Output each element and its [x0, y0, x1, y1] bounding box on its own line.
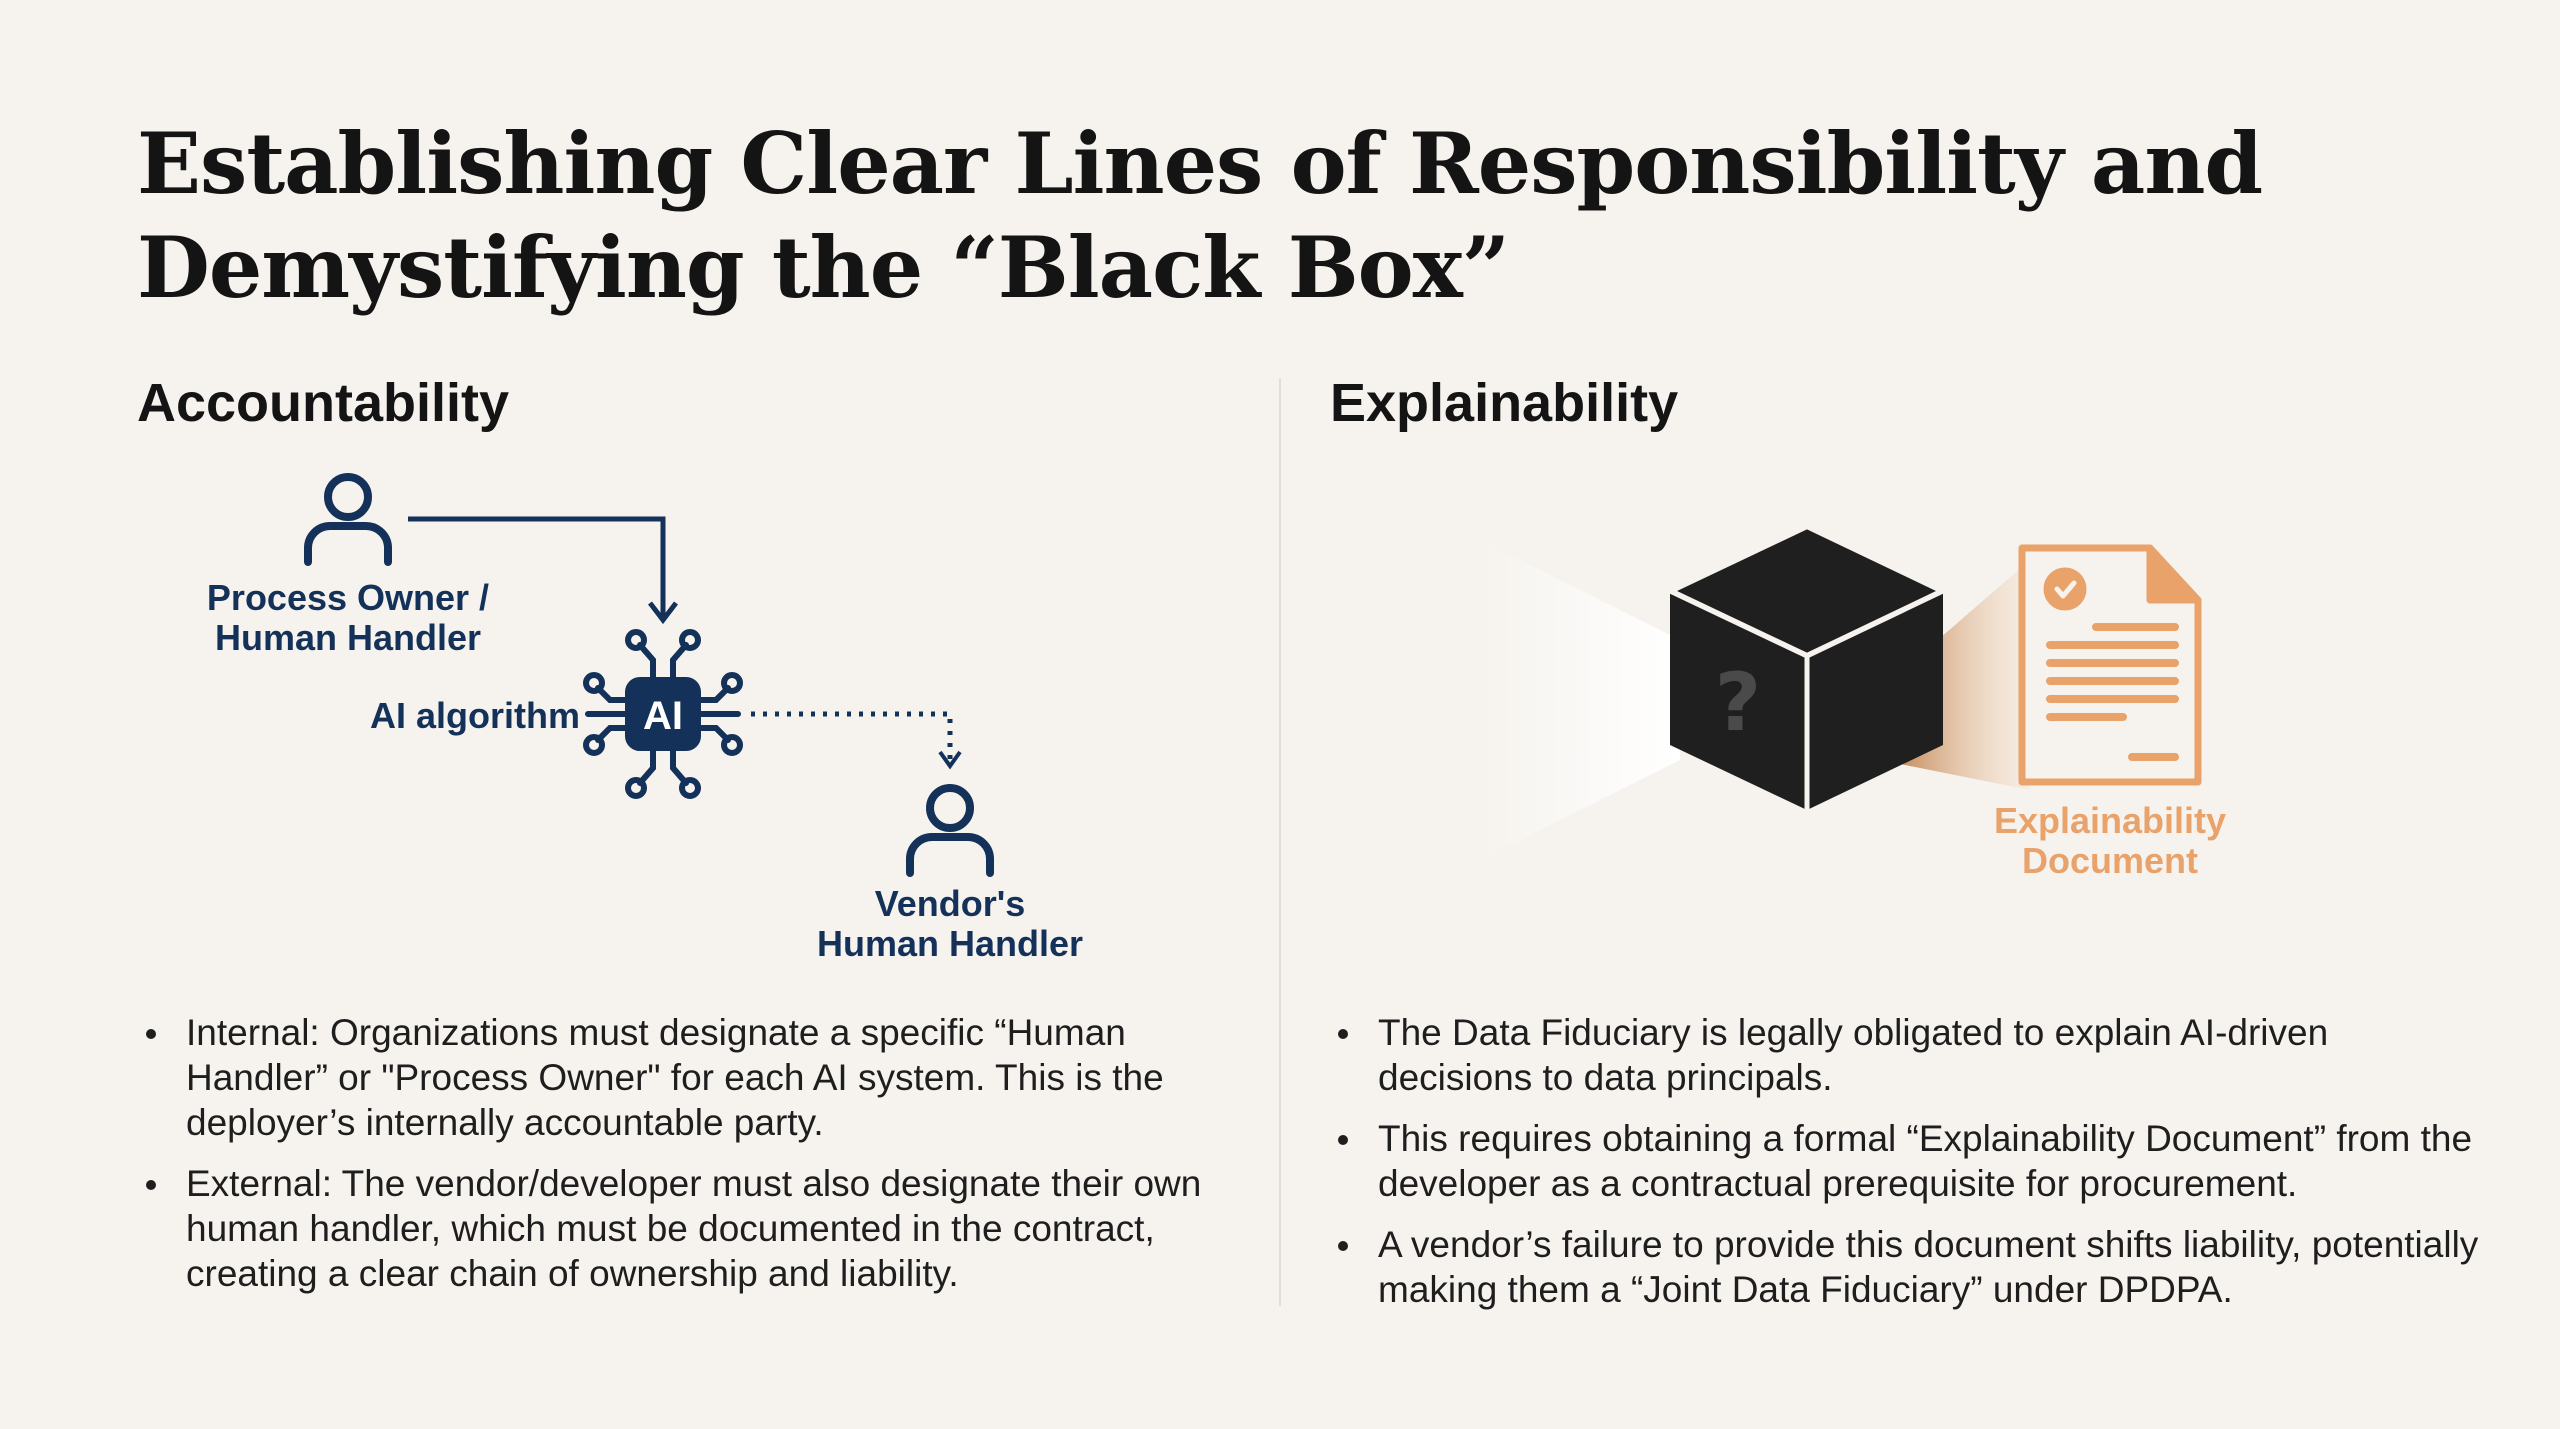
bullet-item: This requires obtaining a formal “Explai… — [1330, 1116, 2490, 1206]
explainability-document-label: Explainability Document — [1920, 801, 2300, 881]
vendor-handler-label: Vendor's Human Handler — [750, 884, 1150, 964]
accountability-heading: Accountability — [137, 373, 510, 433]
solid-arrow-connector — [408, 516, 678, 625]
bullet-item: The Data Fiduciary is legally obligated … — [1330, 1010, 2490, 1100]
ai-chip-icon — [583, 629, 743, 799]
explainability-heading: Explainability — [1330, 373, 1679, 433]
vendor-person-icon — [906, 784, 994, 877]
process-owner-person-icon — [304, 473, 392, 566]
incoming-light-beam — [1480, 540, 1680, 860]
page-title: Establishing Clear Lines of Responsibili… — [137, 114, 2263, 317]
dotted-arrow-connector — [751, 711, 953, 760]
accountability-bullets: Internal: Organizations must designate a… — [138, 1010, 1218, 1312]
explainability-bullets: The Data Fiduciary is legally obligated … — [1330, 1010, 2490, 1328]
bullet-item: External: The vendor/developer must also… — [138, 1161, 1218, 1296]
doc-label-line1: Explainability — [1993, 800, 2227, 841]
question-mark-icon: ? — [1715, 656, 1761, 749]
bullet-item: A vendor’s failure to provide this docum… — [1330, 1222, 2490, 1312]
ai-chip-text: AI — [643, 694, 683, 738]
process-owner-label: Process Owner / Human Handler — [148, 578, 548, 658]
process-owner-label-line2: Human Handler — [214, 617, 482, 658]
process-owner-label-line1: Process Owner / — [206, 577, 490, 618]
explainability-document-icon — [2018, 544, 2202, 786]
dotted-arrow-head — [938, 750, 962, 770]
doc-label-line2: Document — [2021, 840, 2198, 881]
explainability-diagram: ? — [1480, 523, 2202, 860]
column-divider — [1279, 378, 1281, 1306]
ai-algorithm-label: AI algorithm — [369, 695, 580, 736]
vendor-label-line2: Human Handler — [816, 923, 1084, 964]
accountability-diagram: AI — [304, 473, 994, 877]
bullet-item: Internal: Organizations must designate a… — [138, 1010, 1218, 1145]
vendor-label-line1: Vendor's — [874, 883, 1026, 924]
black-box-cube-icon — [1667, 523, 1946, 810]
